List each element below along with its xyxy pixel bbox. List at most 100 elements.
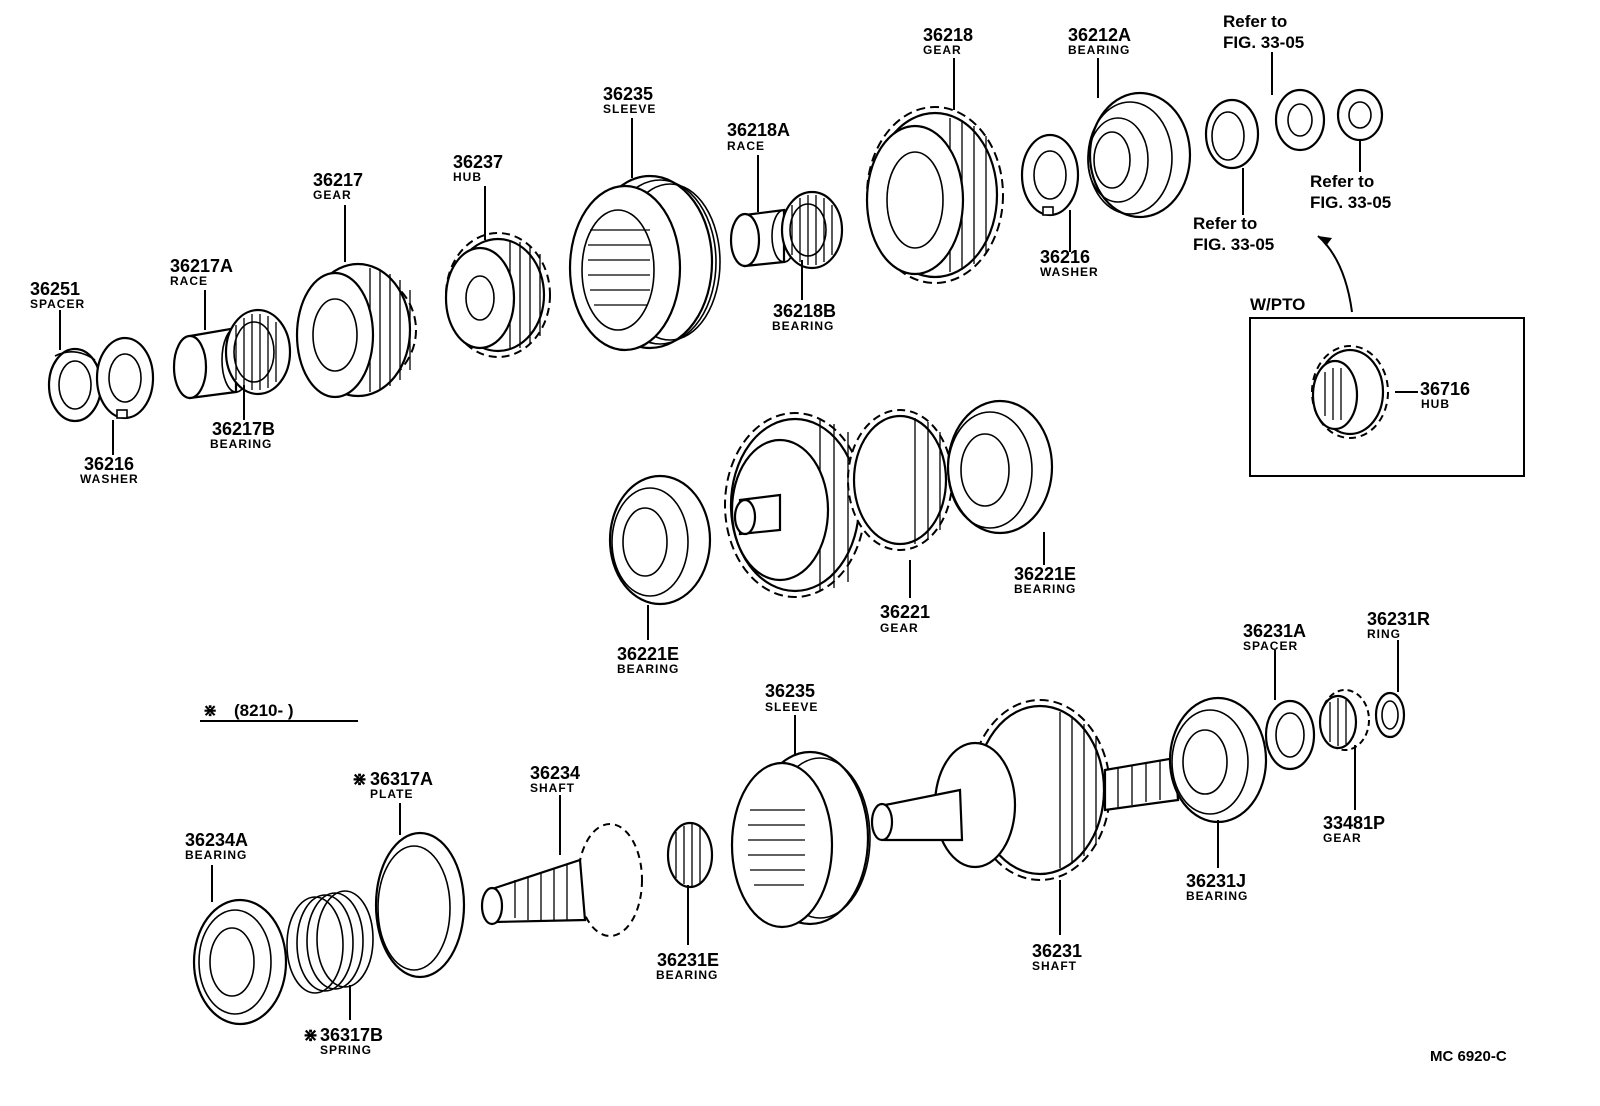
gear-36218-drawing	[865, 106, 1004, 284]
part-number: 36218	[923, 25, 973, 45]
part-number: 36716	[1420, 379, 1470, 399]
pto-arrow-head	[1318, 236, 1332, 246]
leader-lines	[59, 52, 1418, 1020]
plate-36317a-drawing	[374, 831, 466, 979]
spacer-36251-drawing	[47, 347, 103, 423]
ref-nut-drawing	[1336, 88, 1384, 142]
part-number: 36221	[880, 602, 930, 622]
part-number: 36231A	[1243, 621, 1306, 641]
part-number: 36216	[84, 454, 134, 474]
washer-36216-right-drawing	[1020, 133, 1080, 217]
part-name: RING	[1367, 627, 1401, 641]
part-number: 36235	[603, 84, 653, 104]
bearing-36231j-drawing	[1168, 696, 1268, 824]
ref-line2: FIG. 33-05	[1223, 33, 1304, 52]
part-number: 36218A	[727, 120, 790, 140]
ref-line2: FIG. 33-05	[1310, 193, 1391, 212]
bearing-36221e-right-drawing	[946, 399, 1054, 535]
part-number: 33481P	[1323, 813, 1385, 833]
part-number: 36231R	[1367, 609, 1430, 629]
ring-36231r-drawing	[1374, 691, 1406, 739]
mark: ⋇	[352, 769, 367, 789]
note-mark: ⋇	[203, 701, 217, 720]
label-36231e-bearing: 36231E BEARING	[656, 950, 719, 982]
shaft-36231-drawing	[870, 699, 1180, 881]
part-number: 36251	[30, 279, 80, 299]
sleeve-36235-bottom-drawing	[730, 750, 871, 929]
part-name: SHAFT	[530, 781, 575, 795]
label-36237-hub: 36237 HUB	[453, 152, 503, 184]
hub-36237-drawing	[444, 232, 551, 358]
pto-box	[1249, 317, 1525, 477]
part-name: SLEEVE	[603, 102, 656, 116]
part-number: 36231E	[657, 950, 719, 970]
label-36218b-bearing: 36218B BEARING	[772, 301, 836, 333]
label-36231a-spacer: 36231A SPACER	[1243, 621, 1306, 653]
label-36217a-race: 36217A RACE	[170, 256, 233, 288]
label-36216-washer-right: 36216 WASHER	[1040, 247, 1099, 279]
label-36216-washer-left: 36216 WASHER	[80, 454, 138, 486]
race-36217a-drawing	[172, 326, 251, 400]
part-number: 36317B	[320, 1025, 383, 1045]
label-36217-gear: 36217 GEAR	[313, 170, 363, 202]
ref-line1: Refer to	[1310, 172, 1374, 191]
part-number: 36217B	[212, 419, 275, 439]
label-36235-sleeve-top: 36235 SLEEVE	[603, 84, 656, 116]
part-number: 36221E	[1014, 564, 1076, 584]
bearing-36218b-drawing	[780, 190, 844, 270]
label-36231r-ring: 36231R RING	[1367, 609, 1430, 641]
figure-code: MC 6920-C	[1430, 1048, 1507, 1065]
hub-36716-drawing	[1311, 345, 1389, 439]
ref-ring-drawing	[1204, 98, 1260, 170]
part-name: WASHER	[1040, 265, 1099, 279]
washer-36216-left-drawing	[95, 336, 155, 420]
race-36218a-drawing	[729, 208, 797, 268]
ref-lockwasher-drawing	[1274, 88, 1326, 152]
part-name: GEAR	[1323, 831, 1362, 845]
note-text: (8210- )	[234, 701, 294, 720]
part-name: RACE	[170, 274, 208, 288]
part-name: BEARING	[1186, 889, 1248, 903]
bearing-36221e-left-drawing	[608, 474, 712, 606]
gear-36221-drawing	[724, 409, 953, 598]
bearing-36234a-drawing	[192, 898, 288, 1026]
part-name: BEARING	[210, 437, 272, 451]
ref-line1: Refer to	[1223, 12, 1287, 31]
part-name: SHAFT	[1032, 959, 1077, 973]
pto-arrow	[1317, 235, 1353, 313]
bearing-36212a-drawing	[1087, 91, 1192, 219]
label-36317b-spring: ⋇ 36317B SPRING	[303, 1025, 383, 1057]
spacer-36231a-drawing	[1264, 699, 1316, 771]
label-36317a-plate: ⋇ 36317A PLATE	[352, 769, 433, 801]
bearing-36231e-drawing	[666, 821, 714, 889]
ref-label-nut: Refer to FIG. 33-05	[1310, 172, 1391, 212]
part-name: BEARING	[656, 968, 718, 982]
label-36235-sleeve-bottom: 36235 SLEEVE	[765, 681, 817, 714]
part-name: SPRING	[320, 1043, 372, 1057]
part-name: BEARING	[1068, 43, 1130, 57]
label-36231j-bearing: 36231J BEARING	[1186, 871, 1248, 903]
part-number: 36235	[765, 681, 815, 701]
production-note: ⋇ (8210- )	[203, 701, 294, 720]
part-number: 36237	[453, 152, 503, 172]
label-36212a-bearing: 36212A BEARING	[1068, 25, 1131, 57]
shaft-36234-drawing	[480, 823, 643, 937]
spring-36317b-drawing	[286, 890, 374, 994]
part-number: 36234	[530, 763, 580, 783]
part-name: SPACER	[1243, 639, 1298, 653]
part-name: SPACER	[30, 297, 85, 311]
part-number: 36212A	[1068, 25, 1131, 45]
label-36234-shaft: 36234 SHAFT	[530, 763, 580, 795]
part-number: 36217A	[170, 256, 233, 276]
sleeve-36235-top-drawing	[568, 174, 721, 352]
label-36234a-bearing: 36234A BEARING	[185, 830, 248, 862]
ref-label-bearing: Refer to FIG. 33-05	[1193, 214, 1274, 254]
part-number: 36221E	[617, 644, 679, 664]
part-name: BEARING	[185, 848, 247, 862]
part-name: BEARING	[1014, 582, 1076, 596]
label-36716-hub: 36716 HUB	[1420, 379, 1470, 411]
ref-line2: FIG. 33-05	[1193, 235, 1274, 254]
part-number: 36234A	[185, 830, 248, 850]
part-number: 36218B	[773, 301, 836, 321]
